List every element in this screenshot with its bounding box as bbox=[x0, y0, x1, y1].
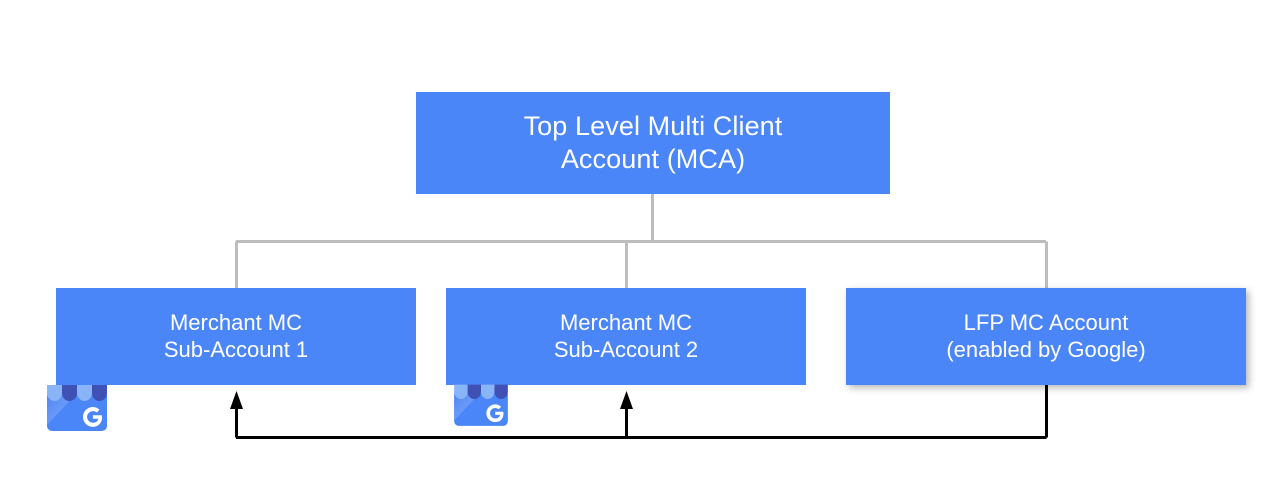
google-business-profile-icon bbox=[39, 363, 115, 439]
google-business-profile-icon bbox=[447, 365, 515, 433]
merchant-sub-account-1-line-1: Merchant MC bbox=[169, 309, 303, 335]
feed-arrowhead-sub1 bbox=[230, 391, 243, 409]
lfp-mc-account-line-1: LFP MC Account bbox=[963, 309, 1129, 335]
lfp-mc-account-node: LFP MC Account (enabled by Google) bbox=[846, 288, 1246, 385]
top-level-mca-node-line-1: Top Level Multi Client bbox=[523, 111, 783, 142]
merchant-sub-account-1-node: Merchant MC Sub-Account 1 bbox=[56, 288, 416, 385]
feed-arrowhead-sub2 bbox=[620, 391, 633, 409]
top-level-mca-node: Top Level Multi Client Account (MCA) bbox=[416, 92, 890, 194]
lfp-mc-account-line-2: (enabled by Google) bbox=[946, 336, 1146, 362]
merchant-sub-account-2-line-2: Sub-Account 2 bbox=[553, 336, 699, 362]
top-level-mca-node-line-2: Account (MCA) bbox=[560, 144, 746, 174]
merchant-sub-account-2-line-1: Merchant MC bbox=[559, 309, 693, 335]
merchant-sub-account-1-line-2: Sub-Account 1 bbox=[163, 336, 309, 362]
merchant-sub-account-2-node: Merchant MC Sub-Account 2 bbox=[446, 288, 806, 385]
